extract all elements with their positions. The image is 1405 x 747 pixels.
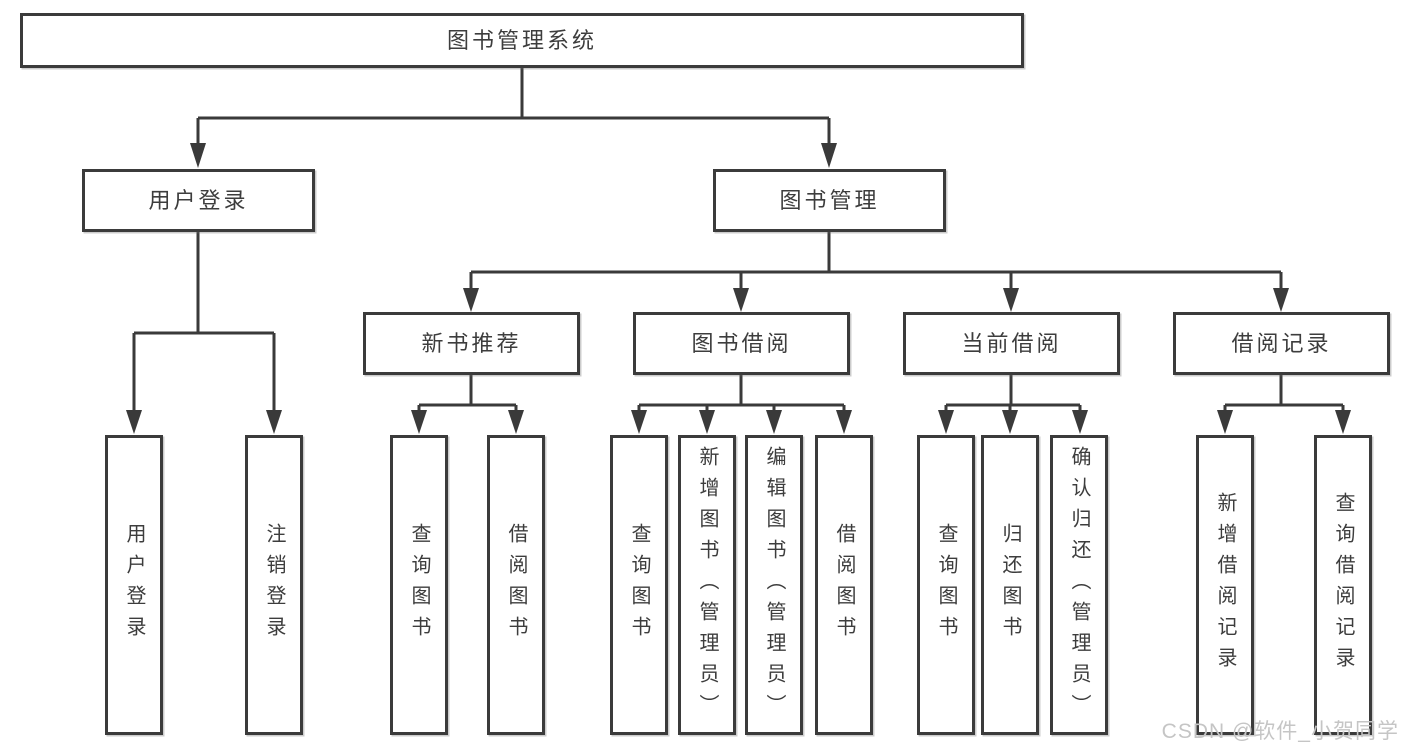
- node-new-book-recommendation: 新书推荐: [363, 312, 580, 375]
- node-label: 借阅记录: [1231, 330, 1332, 356]
- connector-current-borrow-to-leaves: [938, 375, 1088, 434]
- node-label: 图书管理: [779, 187, 880, 213]
- node-borrow-books-borrow: 借阅图书: [815, 435, 873, 735]
- connector-user-login-to-leaves: [126, 232, 282, 434]
- node-add-books-admin: 新增图书（管理员）: [678, 435, 736, 735]
- node-label: 新增借阅记录: [1214, 492, 1236, 678]
- node-query-borrow-record: 查询借阅记录: [1314, 435, 1372, 735]
- node-query-books-borrow: 查询图书: [610, 435, 668, 735]
- node-logout: 注销登录: [245, 435, 303, 735]
- connector-borrow-records-to-leaves: [1217, 375, 1351, 434]
- node-label: 归还图书: [999, 523, 1021, 647]
- node-label: 用户登录: [123, 523, 145, 647]
- node-label: 图书借阅: [691, 330, 792, 356]
- node-label: 新增图书（管理员）: [696, 445, 718, 725]
- node-label: 查询图书: [628, 523, 650, 647]
- node-label: 借阅图书: [505, 523, 527, 647]
- node-user-login-leaf: 用户登录: [105, 435, 163, 735]
- node-label: 新书推荐: [421, 330, 522, 356]
- node-borrowing-records: 借阅记录: [1173, 312, 1390, 375]
- node-add-borrow-record: 新增借阅记录: [1196, 435, 1254, 735]
- node-label: 用户登录: [148, 187, 249, 213]
- node-edit-books-admin: 编辑图书（管理员）: [745, 435, 803, 735]
- node-library-management-system: 图书管理系统: [20, 13, 1024, 68]
- node-query-books-newrec: 查询图书: [390, 435, 448, 735]
- node-return-books: 归还图书: [981, 435, 1039, 735]
- node-label: 编辑图书（管理员）: [763, 445, 785, 725]
- node-query-books-current: 查询图书: [917, 435, 975, 735]
- node-book-borrowing: 图书借阅: [633, 312, 850, 375]
- node-label: 当前借阅: [961, 330, 1062, 356]
- connector-book-borrow-to-leaves: [631, 375, 852, 434]
- node-label: 借阅图书: [833, 523, 855, 647]
- node-label: 确认归还（管理员）: [1068, 445, 1090, 725]
- watermark: CSDN @软件_小贺同学: [1161, 720, 1399, 743]
- node-book-management: 图书管理: [713, 169, 946, 232]
- connector-book-mgmt-to-level3: [463, 232, 1289, 312]
- node-confirm-return-admin: 确认归还（管理员）: [1050, 435, 1108, 735]
- node-label: 查询借阅记录: [1332, 492, 1354, 678]
- node-label: 查询图书: [408, 523, 430, 647]
- node-user-login: 用户登录: [82, 169, 315, 232]
- node-label: 图书管理系统: [446, 27, 597, 53]
- node-borrow-books-newrec: 借阅图书: [487, 435, 545, 735]
- node-current-borrowing: 当前借阅: [903, 312, 1120, 375]
- connector-root-to-level2: [190, 68, 837, 168]
- node-label: 注销登录: [263, 523, 285, 647]
- node-label: 查询图书: [935, 523, 957, 647]
- connector-new-book-to-leaves: [411, 375, 524, 434]
